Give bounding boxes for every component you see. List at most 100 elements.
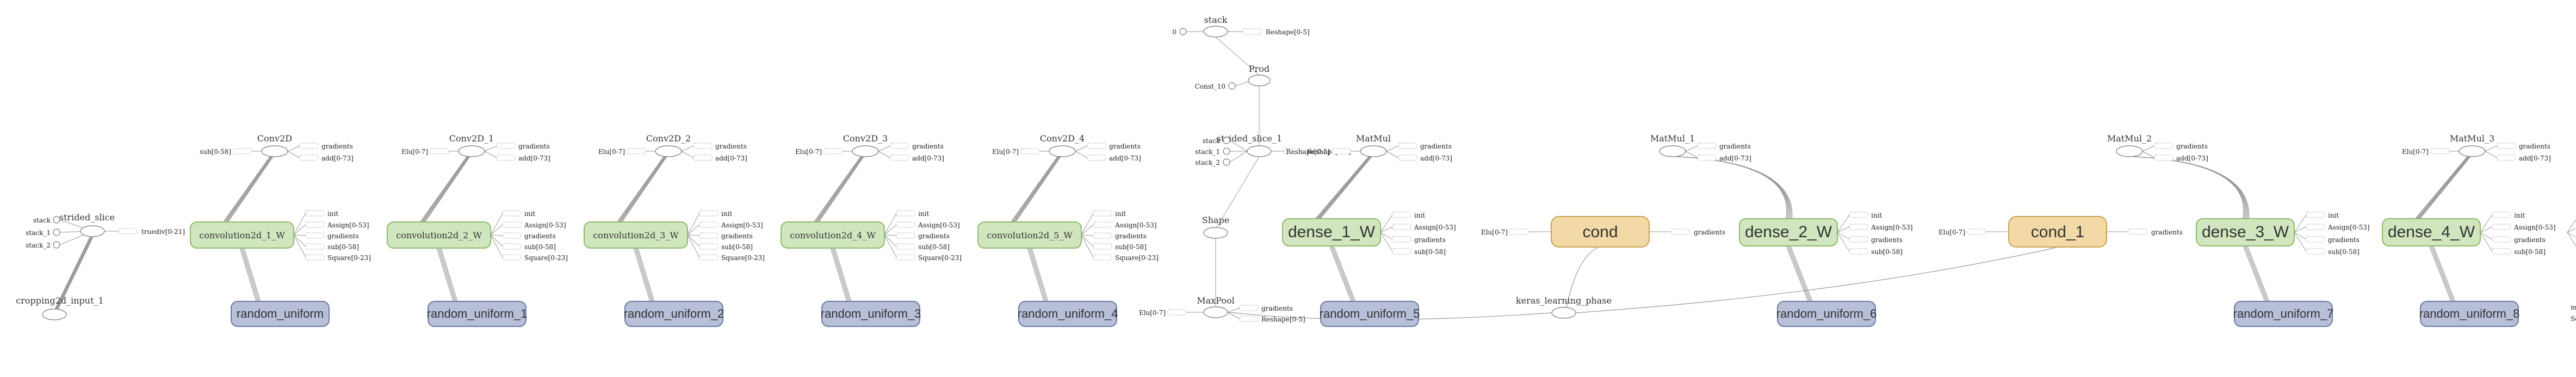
edge xyxy=(833,248,851,302)
edge xyxy=(436,248,454,302)
edge xyxy=(1679,156,1792,223)
edge xyxy=(2485,145,2498,152)
dense-var-output-stub xyxy=(2306,248,2325,255)
random-uniform-node xyxy=(1320,301,1419,327)
edge xyxy=(1075,151,1088,158)
edge xyxy=(884,213,897,236)
edge xyxy=(2294,214,2307,233)
edge xyxy=(293,213,306,236)
edge xyxy=(681,145,694,152)
conv-var-output-stub xyxy=(699,254,719,261)
maxpool-input-stub xyxy=(1167,309,1187,316)
edge xyxy=(490,234,503,258)
edge xyxy=(1566,246,1600,308)
edge xyxy=(621,156,667,223)
edge xyxy=(2431,245,2454,302)
edge xyxy=(2429,245,2451,302)
conv-var-output-label: gradients xyxy=(918,232,950,240)
edge xyxy=(1332,245,1355,302)
conv-input-label: sub[0-58] xyxy=(200,148,231,156)
edge xyxy=(1380,232,1393,252)
random-uniform-label: random_uniform_6 xyxy=(1776,307,1877,320)
edge xyxy=(817,156,863,223)
conv-op-output-stub xyxy=(1087,154,1106,161)
dense-var-output-stub xyxy=(2492,224,2511,230)
conv-var-output-label: init xyxy=(918,210,929,218)
conv-weight-variable xyxy=(781,221,885,249)
dense-weight-variable xyxy=(1739,218,1838,246)
prod-node xyxy=(1248,75,1271,86)
conv-weight-label: convolution2d_2_W xyxy=(396,230,482,240)
conv-var-output-label: Square[0-23] xyxy=(327,254,371,262)
dense-var-output-stub xyxy=(2306,224,2325,230)
conv-op-output-stub xyxy=(693,143,713,149)
conv-op-output-label: add[0-73] xyxy=(912,154,944,162)
edge xyxy=(2294,232,2307,240)
conv-weight-label: convolution2d_1_W xyxy=(199,230,285,240)
edge xyxy=(818,156,864,223)
edge xyxy=(425,156,470,223)
cond-input-label: Elu[0-7] xyxy=(1481,228,1508,236)
edge xyxy=(57,237,93,310)
edge xyxy=(293,234,306,247)
dense-var-output-label: Assign[0-53] xyxy=(1871,224,1913,231)
conv-var-output-stub xyxy=(699,221,719,228)
dense-op-output-label: add[0-73] xyxy=(1719,154,1751,162)
conv-var-output-label: Assign[0-53] xyxy=(918,221,960,229)
conv-op-output-stub xyxy=(496,143,516,149)
dense-op-node xyxy=(1659,145,1686,157)
edge xyxy=(2430,245,2453,302)
edge xyxy=(2567,232,2576,238)
dense-op-label: MatMul_1 xyxy=(1650,133,1695,144)
random-uniform-node xyxy=(2234,301,2333,327)
edge xyxy=(2567,228,2576,233)
dense-var-output-stub xyxy=(2492,236,2511,243)
conv-var-output-stub xyxy=(1093,254,1112,261)
cond-output-label: gradients xyxy=(2151,228,2183,236)
dense-weight-variable xyxy=(2196,218,2295,246)
edge xyxy=(2413,156,2468,223)
edge xyxy=(54,237,90,310)
random-uniform-label: random_uniform_7 xyxy=(2233,307,2334,320)
edge xyxy=(620,156,666,223)
dense-var-output-label: gradients xyxy=(1871,236,1903,244)
random-uniform-node xyxy=(1018,301,1117,327)
cropping-node xyxy=(42,308,67,320)
conv-var-output-label: sub[0-58] xyxy=(918,243,950,251)
edge xyxy=(1315,156,1371,223)
edge xyxy=(1030,248,1048,302)
edge xyxy=(1676,156,1787,223)
edge xyxy=(2432,245,2455,302)
conv-var-output-stub xyxy=(502,221,522,228)
right-edge-fragment: m xyxy=(2571,304,2576,311)
edge xyxy=(484,151,497,158)
conv-var-output-label: init xyxy=(327,210,338,218)
edge xyxy=(815,156,862,223)
maxpool-node xyxy=(1203,306,1228,318)
edge xyxy=(438,248,456,302)
edge xyxy=(2567,232,2576,247)
edge xyxy=(1235,81,1249,86)
conv-op-output-stub xyxy=(693,154,713,161)
dense-var-output-stub xyxy=(2306,212,2325,218)
edge xyxy=(1227,312,1240,319)
conv-op-node xyxy=(655,145,682,157)
edge xyxy=(1331,245,1354,302)
conv-var-output-label: sub[0-58] xyxy=(721,243,753,251)
conv-var-output-label: init xyxy=(721,210,732,218)
edge xyxy=(490,234,503,247)
conv-input-label: Elu[0-7] xyxy=(598,148,625,156)
truediv-label: truediv[0-21] xyxy=(141,228,185,236)
edge xyxy=(617,156,664,223)
dense-op-node xyxy=(2116,145,2143,157)
random-uniform-label: random_uniform_2 xyxy=(624,307,725,320)
dense-var-output-label: init xyxy=(2328,212,2339,219)
input-stack-label: stack_1 xyxy=(26,229,51,237)
edge xyxy=(2133,156,2245,223)
edge xyxy=(423,156,469,223)
conv-op-output-label: add[0-73] xyxy=(715,154,747,162)
dense-input-stub xyxy=(2430,148,2450,154)
edge xyxy=(1316,156,1372,223)
edge xyxy=(2480,232,2493,252)
conv-input-stub xyxy=(233,148,252,154)
